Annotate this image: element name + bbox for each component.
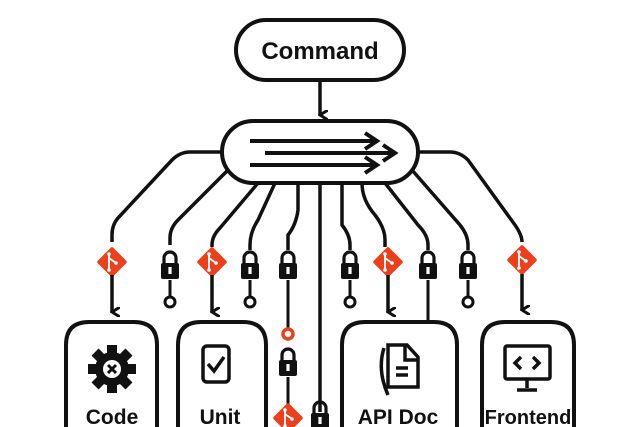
branch-lines (110, 150, 524, 412)
end-node-icon (281, 327, 295, 341)
branch-line (383, 181, 430, 250)
target-label-unit: Unit (200, 406, 241, 427)
branch-line (248, 182, 277, 250)
branch-line (168, 168, 230, 245)
branch-line (360, 182, 387, 247)
command-label: Command (261, 38, 378, 65)
lock-icon (239, 250, 261, 281)
hub-node (220, 119, 420, 185)
git-icon (505, 243, 539, 277)
end-node-icon (243, 295, 257, 309)
gear-x-icon (88, 345, 136, 393)
lock-icon (277, 347, 299, 378)
branch-line (410, 168, 470, 250)
lock-icon (457, 250, 479, 281)
branch-line (286, 183, 300, 250)
target-unit: Unit (176, 320, 268, 427)
parallel-arrows-icon (250, 131, 399, 175)
git-icon (271, 401, 305, 427)
target-api-doc: API Doc (340, 320, 459, 427)
branch-line (340, 183, 352, 250)
lock-icon (159, 250, 181, 281)
command-node: Command (234, 18, 406, 82)
target-label-api-doc: API Doc (358, 406, 439, 427)
git-icon (371, 245, 405, 279)
lock-icon (277, 250, 299, 281)
target-label-frontend: Frontend (485, 407, 572, 427)
end-node-icon (461, 295, 475, 309)
branch-line (110, 150, 222, 242)
git-icon (95, 245, 129, 279)
lock-icon (417, 250, 439, 281)
end-node-icon (163, 295, 177, 309)
branch-line (418, 150, 524, 243)
lock-icon (339, 250, 361, 281)
target-frontend: Frontend (480, 320, 576, 427)
target-code: Code (64, 320, 159, 427)
git-icon (195, 245, 229, 279)
end-node-icon (343, 295, 357, 309)
document-icon (379, 343, 420, 396)
target-label-code: Code (86, 406, 139, 427)
branch-line (210, 181, 260, 247)
checkbox-icon (201, 344, 231, 384)
monitor-code-icon (503, 344, 552, 392)
